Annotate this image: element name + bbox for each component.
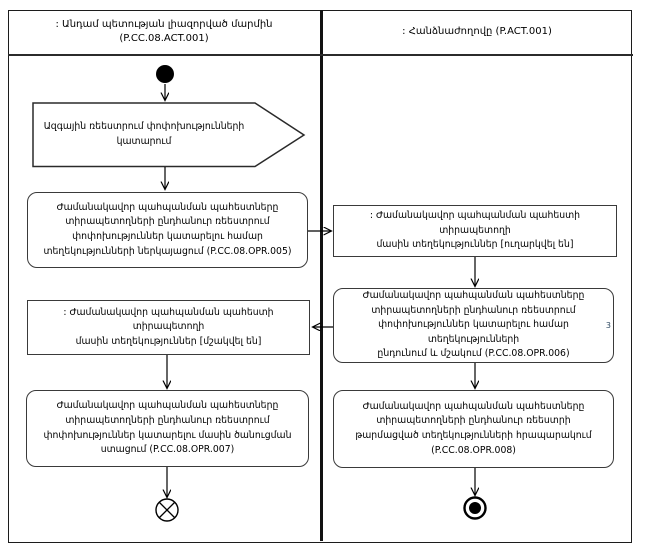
signal-pentagon-icon (32, 102, 306, 168)
footnote-3-marker: 3 (605, 320, 611, 330)
action-node-opr008: Ժամանակավոր պահպանման պահեստները տիրապետ… (333, 390, 614, 468)
object-node-info-sent: : Ժամանակավոր պահպանման պահեստի տիրապետո… (333, 205, 617, 257)
action-node-opr006-label: Ժամանակավոր պահպանման պահեստները տիրապետ… (362, 290, 585, 360)
signal-node-label: Ազգային ռեեստրում փոփոխությունների կատար… (43, 121, 245, 147)
lane-header-authorized-body: : Անդամ պետության լիազորված մարմին (P.CC… (55, 19, 273, 44)
action-node-opr007: Ժամանակավոր պահպանման պահեստները տիրապետ… (26, 390, 309, 467)
action-node-opr005: Ժամանակավոր պահպանման պահեստները տիրապետ… (27, 192, 308, 268)
lane-header-commission: : Հանձնաժողովը (P.ACT.001) (402, 26, 552, 37)
object-node-info-processed: : Ժամանակավոր պահպանման պահեստի տիրապետո… (27, 300, 310, 355)
signal-node-shape (32, 102, 308, 168)
lane-divider (320, 10, 323, 541)
lane-header-separator (8, 54, 633, 56)
action-node-opr006: Ժամանակավոր պահպանման պահեստները տիրապետ… (333, 288, 614, 363)
